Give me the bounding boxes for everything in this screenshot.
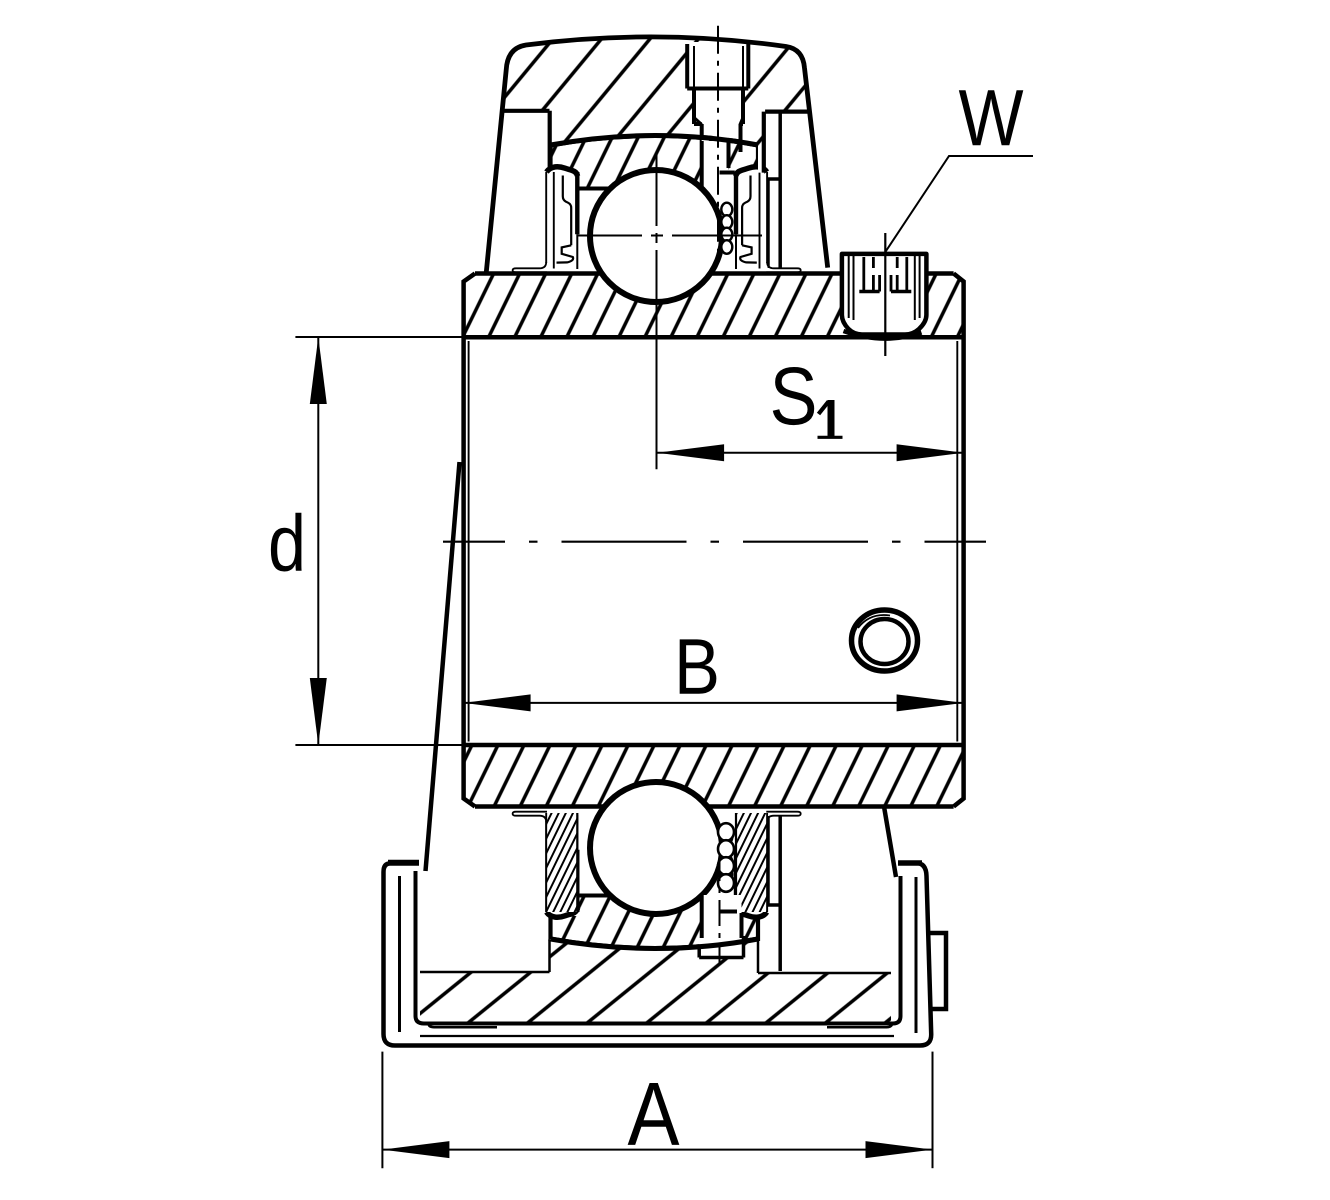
svg-text:W: W — [958, 73, 1023, 162]
svg-text:B: B — [674, 622, 720, 711]
svg-text:A: A — [627, 1065, 679, 1165]
svg-text:d: d — [268, 499, 306, 588]
svg-text:S: S — [769, 351, 817, 442]
